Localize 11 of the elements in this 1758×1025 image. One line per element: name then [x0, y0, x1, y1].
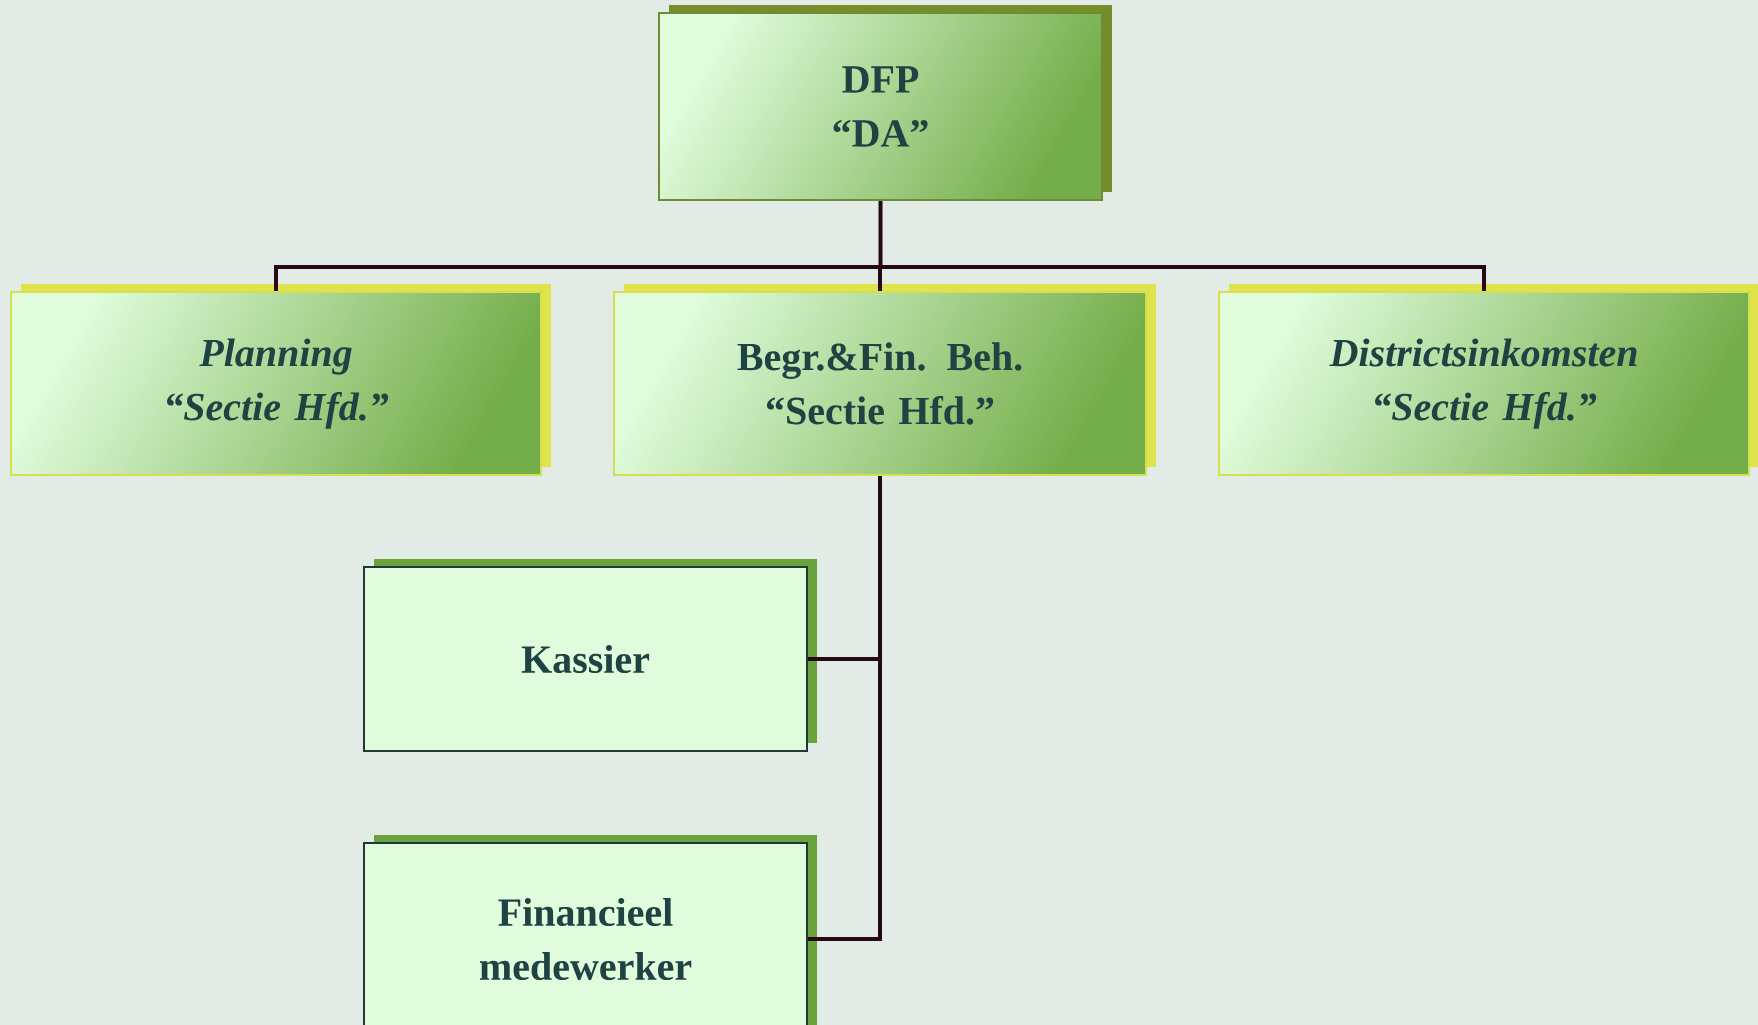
connector-line — [880, 265, 1486, 291]
org-box: Kassier — [363, 559, 817, 752]
connector-line — [878, 201, 883, 267]
org-box: Districtsinkomsten “Sectie Hfd.” — [1218, 284, 1758, 476]
connector-line — [274, 265, 881, 291]
org-box: Planning “Sectie Hfd.” — [10, 284, 551, 476]
org-box: DFP “DA” — [658, 5, 1112, 201]
connector-line — [808, 476, 882, 941]
connector-line — [878, 265, 883, 291]
org-box: Begr.&Fin. Beh. “Sectie Hfd.” — [613, 284, 1156, 476]
org-box: Financieel medewerker — [363, 835, 817, 1025]
